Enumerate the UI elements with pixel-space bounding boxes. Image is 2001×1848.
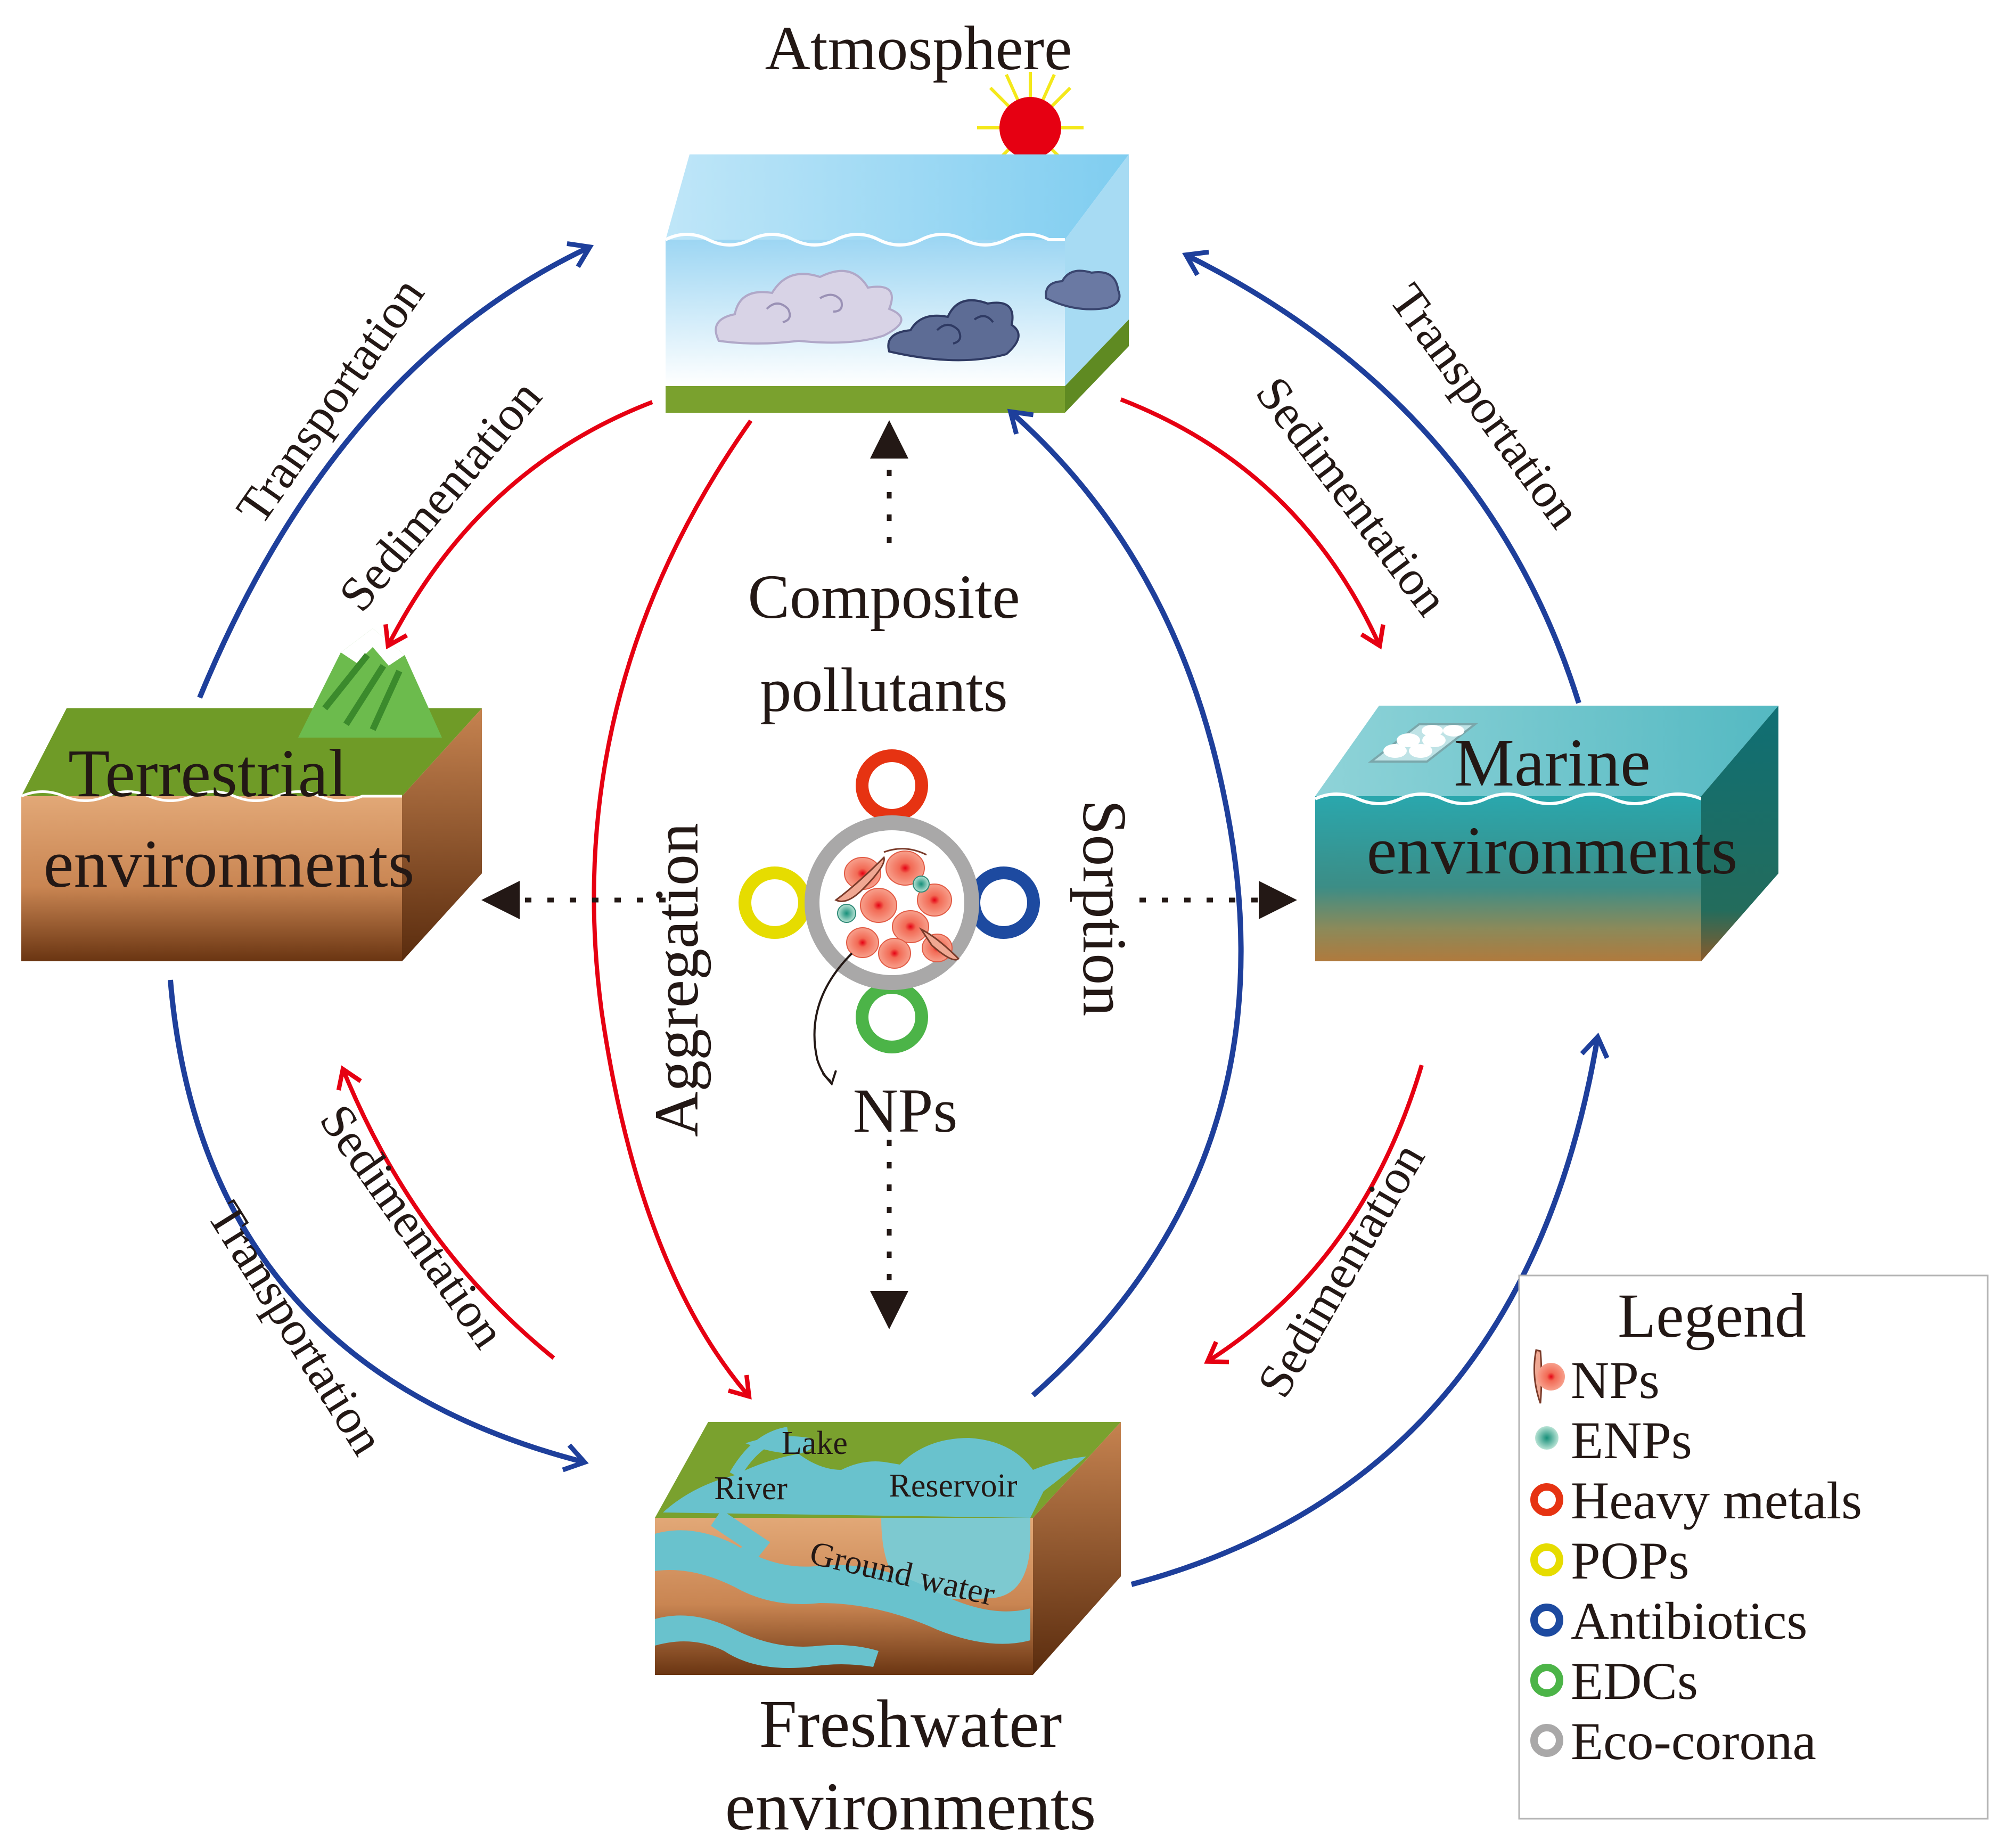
arrow-freshwater-to-atmosphere — [1007, 408, 1244, 1397]
arrow-terrestrial-to-atmosphere — [197, 241, 594, 699]
lake-label: Lake — [782, 1425, 848, 1461]
legend-eco-corona-ring-icon — [1530, 1724, 1563, 1757]
terrestrial-block: Terrestrial environments — [21, 628, 482, 961]
arrow-freshwater-to-terrestrial — [336, 1065, 555, 1360]
transportation-arrows — [168, 241, 1610, 1587]
legend-item: ENPs — [1535, 1411, 1692, 1470]
sedimentation-label-bottom-left: Sedimentation — [309, 1094, 516, 1358]
cloud-icon — [715, 269, 903, 345]
small-cloud-icon — [1045, 269, 1121, 310]
nps-label: NPs — [853, 1076, 958, 1146]
sedimentation-label-bottom-right: Sedimentation — [1246, 1134, 1435, 1406]
legend-item: NPs — [1533, 1349, 1660, 1410]
legend-item-label: POPs — [1571, 1531, 1689, 1590]
legend-item: Heavy metals — [1530, 1471, 1862, 1530]
legend-pops-ring-icon — [1530, 1543, 1563, 1576]
legend-item: Eco-corona — [1530, 1712, 1816, 1771]
legend-np-particle-icon — [1533, 1349, 1565, 1404]
marine-block: Marine environments — [1314, 706, 1778, 961]
floating-particles-icon — [1368, 723, 1478, 763]
legend-item: EDCs — [1530, 1651, 1698, 1711]
atmosphere-block: Atmosphere — [665, 13, 1129, 413]
transportation-label-top-right: Transportation — [1380, 274, 1592, 538]
dark-cloud-icon — [887, 299, 1020, 362]
heavy-metals-ring-icon — [856, 749, 928, 822]
aggregation-label: Aggregation — [642, 823, 711, 1137]
pops-ring-icon — [739, 866, 811, 939]
composite-title-line2: pollutants — [760, 655, 1007, 725]
terrestrial-label-line1: Terrestrial — [68, 735, 347, 811]
sun-icon — [977, 72, 1084, 169]
np-cluster-icon — [834, 848, 960, 969]
reservoir-label: Reservoir — [889, 1468, 1017, 1504]
sedimentation-arrows — [336, 397, 1424, 1400]
sorption-label: Sorption — [1070, 800, 1139, 1017]
river-label: River — [714, 1470, 788, 1507]
terrestrial-label-line2: environments — [44, 826, 415, 902]
arrow-atmosphere-to-marine — [1120, 397, 1385, 650]
transportation-label-bottom-left: Transportation — [197, 1192, 395, 1464]
marine-label-line1: Marine — [1454, 725, 1651, 800]
arrow-atmosphere-to-freshwater — [592, 419, 753, 1400]
legend-enp-particle-icon — [1535, 1426, 1559, 1450]
composite-pollutants: Composite pollutants Aggregation Sorptio… — [642, 562, 1139, 1146]
legend-item-label: Eco-corona — [1571, 1712, 1816, 1771]
arrow-terrestrial-to-freshwater — [168, 979, 589, 1473]
legend-item: POPs — [1530, 1531, 1689, 1590]
legend-item-label: Antibiotics — [1571, 1591, 1807, 1650]
arrow-freshwater-to-marine — [1130, 1033, 1610, 1587]
arrow-marine-to-freshwater — [1204, 1064, 1424, 1364]
freshwater-block: Lake River Reservoir Ground water Freshw… — [655, 1422, 1121, 1844]
freshwater-label-line1: Freshwater — [759, 1686, 1062, 1762]
legend-item-label: ENPs — [1571, 1411, 1692, 1470]
legend-item-label: EDCs — [1571, 1651, 1698, 1711]
legend-antibiotics-ring-icon — [1530, 1604, 1563, 1637]
legend-box — [1518, 1274, 1989, 1820]
legend-heavy-metals-ring-icon — [1530, 1483, 1563, 1516]
transportation-label-top-left: Transportation — [225, 267, 434, 534]
dotted-arrows — [481, 420, 1297, 1329]
arrow-atmosphere-to-terrestrial — [383, 400, 653, 650]
legend-edcs-ring-icon — [1530, 1664, 1563, 1697]
antibiotics-ring-icon — [967, 866, 1040, 939]
legend-item: Antibiotics — [1530, 1591, 1807, 1650]
sedimentation-label-top-left: Sedimentation — [328, 370, 552, 622]
mountain-icon — [298, 628, 442, 738]
legend-item-label: NPs — [1571, 1351, 1660, 1410]
legend-item-label: Heavy metals — [1571, 1471, 1862, 1530]
edcs-ring-icon — [856, 981, 928, 1053]
arrow-marine-to-atmosphere — [1182, 249, 1581, 704]
marine-label-line2: environments — [1367, 813, 1738, 888]
legend-title: Legend — [1618, 1281, 1806, 1351]
composite-title-line1: Composite — [748, 562, 1020, 632]
atmosphere-label: Atmosphere — [765, 13, 1072, 83]
freshwater-label-line2: environments — [725, 1769, 1096, 1844]
